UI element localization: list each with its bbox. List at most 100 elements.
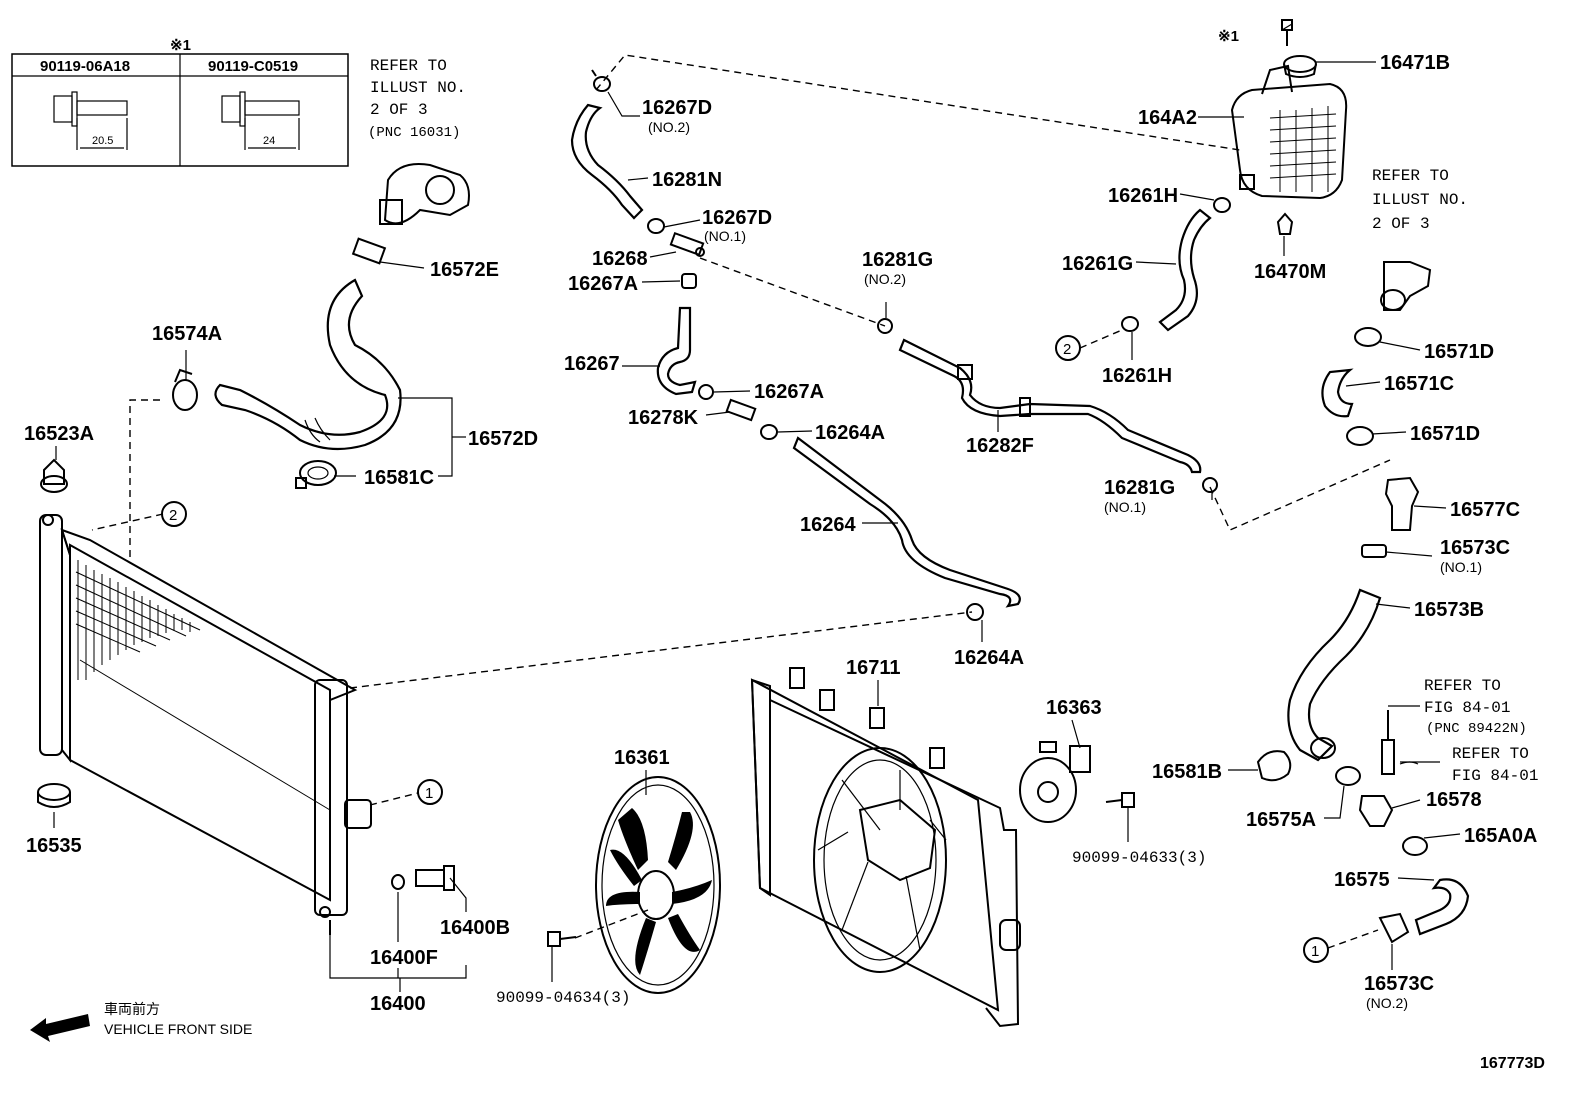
joint-16578-icon xyxy=(1358,795,1394,827)
label-16535: 16535 xyxy=(26,835,82,857)
label-16571d-a: 16571D xyxy=(1424,341,1494,363)
svg-text:ILLUST NO.: ILLUST NO. xyxy=(1372,191,1468,209)
svg-text:2: 2 xyxy=(1063,341,1071,358)
front-label-english: VEHICLE FRONT SIDE xyxy=(104,1021,252,1037)
bolt-icon xyxy=(221,91,300,150)
hose-clamp-16573c-no2-icon xyxy=(1378,912,1410,944)
label-16267: 16267 xyxy=(564,353,620,375)
hose-clip-16572e-icon xyxy=(351,237,387,265)
part-labels: 16267D (NO.2) 16281N 16267D (NO.1) 16268… xyxy=(24,28,1537,1015)
label-16278k: 16278K xyxy=(628,407,699,429)
label-16264a-b: 16264A xyxy=(954,647,1024,669)
label-16573c-no2: 16573C xyxy=(1364,973,1434,995)
callout-2-reservoir: 2 xyxy=(1055,335,1081,361)
bolt-dim-24: 24 xyxy=(263,135,275,147)
label-16573c-no2-sub: (NO.2) xyxy=(1366,995,1408,1011)
motor-bolt-icon xyxy=(1105,792,1135,808)
label-16267a-b: 16267A xyxy=(754,381,824,403)
svg-text:REFER TO: REFER TO xyxy=(1372,167,1449,185)
label-note-mark-1: ※1 xyxy=(1218,28,1239,45)
label-16261h-b: 16261H xyxy=(1102,365,1172,387)
label-16400f: 16400F xyxy=(370,947,438,969)
bolt-dim-20-5: 20.5 xyxy=(92,135,113,147)
sensor-fig84-icon xyxy=(1381,710,1419,775)
svg-text:(PNC 89422N): (PNC 89422N) xyxy=(1426,721,1527,737)
vehicle-front-indicator: 車両前方 VEHICLE FRONT SIDE xyxy=(30,1001,252,1042)
coolant-reservoir-tank-icon xyxy=(1230,64,1348,200)
hose-16571c-icon xyxy=(1321,368,1354,418)
pipe-16577c-icon xyxy=(1384,476,1420,531)
label-16572d: 16572D xyxy=(468,428,538,450)
label-16575a: 16575A xyxy=(1246,809,1316,831)
label-16281n: 16281N xyxy=(652,169,722,191)
label-165a0a: 165A0A xyxy=(1464,825,1537,847)
hose-clamp-16581b-icon xyxy=(1256,750,1292,782)
front-label-japanese: 車両前方 xyxy=(104,1001,160,1017)
hose-clamp-16573c-no1-icon xyxy=(1361,544,1387,558)
fan-motor-16363-icon xyxy=(1019,741,1091,823)
svg-text:ILLUST NO.: ILLUST NO. xyxy=(370,79,466,97)
label-16264a-a: 16264A xyxy=(815,422,885,444)
label-16264: 16264 xyxy=(800,514,856,536)
hose-16573b-icon xyxy=(1287,588,1382,762)
label-16363: 16363 xyxy=(1046,697,1102,719)
label-16571d-b: 16571D xyxy=(1410,423,1480,445)
svg-text:REFER TO: REFER TO xyxy=(1452,745,1529,763)
label-16268: 16268 xyxy=(592,248,648,270)
label-16578: 16578 xyxy=(1426,789,1482,811)
label-16581b: 16581B xyxy=(1152,761,1222,783)
fan-bolt-icon xyxy=(547,931,577,947)
refer-note-fig-84-01-b: REFER TO FIG 84-01 xyxy=(1452,745,1538,785)
label-16577c: 16577C xyxy=(1450,499,1520,521)
hose-16261g-icon xyxy=(1158,208,1212,332)
hose-clamp-16261h-b-icon xyxy=(1121,316,1139,332)
leader-lines xyxy=(53,23,1461,992)
hose-clamp-16281g-no2-icon xyxy=(877,318,893,334)
hose-clamp-16267a-b-icon xyxy=(698,384,714,400)
label-16261g: 16261G xyxy=(1062,253,1133,275)
label-16571c: 16571C xyxy=(1384,373,1454,395)
refer-note-fig-84-01-a: REFER TO FIG 84-01 (PNC 89422N) xyxy=(1424,677,1527,737)
drain-cock-plug-icon xyxy=(391,865,455,891)
label-16267d-no1: 16267D xyxy=(702,207,772,229)
label-16281g-no1: 16281G xyxy=(1104,477,1175,499)
joint-16268-icon xyxy=(669,231,705,257)
label-16361: 16361 xyxy=(614,747,670,769)
hose-clamp-165a0a-icon xyxy=(1402,836,1428,856)
label-16267a-a: 16267A xyxy=(568,273,638,295)
label-16261h-a: 16261H xyxy=(1108,185,1178,207)
reservoir-cap-16471b-icon xyxy=(1283,55,1317,78)
svg-text:2 OF 3: 2 OF 3 xyxy=(370,101,428,119)
svg-text:FIG 84-01: FIG 84-01 xyxy=(1424,699,1510,717)
hose-16264-icon xyxy=(792,436,1021,608)
label-16581c: 16581C xyxy=(364,467,434,489)
label-16573b: 16573B xyxy=(1414,599,1484,621)
bolt-icon xyxy=(53,91,128,150)
radiator-support-cushion-icon xyxy=(37,783,71,808)
label-164a2: 164A2 xyxy=(1138,107,1197,129)
label-16281g-no2-sub: (NO.2) xyxy=(864,271,906,287)
joint-16278k-icon xyxy=(725,398,757,422)
label-90099-04633: 90099-04633(3) xyxy=(1072,849,1206,867)
hose-clamp-16571d-a-icon xyxy=(1354,327,1382,347)
radiator-assembly-icon xyxy=(39,514,372,935)
svg-text:REFER TO: REFER TO xyxy=(1424,677,1501,695)
svg-text:1: 1 xyxy=(425,785,433,802)
label-16711: 16711 xyxy=(846,657,901,679)
hose-clamp-16581c-icon xyxy=(295,460,337,489)
label-16470m: 16470M xyxy=(1254,261,1326,283)
hose-clamp-16575a-icon xyxy=(1335,766,1361,786)
hose-clamp-16574a-icon xyxy=(172,368,198,411)
label-16575: 16575 xyxy=(1334,869,1390,891)
hose-clamp-16267d-no1-icon xyxy=(647,218,665,234)
reservoir-hose-16281n-icon xyxy=(570,103,644,220)
hose-clamp-16264a-b-icon xyxy=(966,603,984,621)
label-16281g-no1-sub: (NO.1) xyxy=(1104,499,1146,515)
reservoir-bolt-icon xyxy=(1281,19,1293,46)
thermostat-housing-icon xyxy=(379,163,470,225)
water-bypass-pipe-16282f-icon xyxy=(898,338,1202,474)
svg-text:(PNC 16031): (PNC 16031) xyxy=(368,125,460,141)
radiator-cushion-icon xyxy=(40,458,68,493)
hose-16267-icon xyxy=(656,306,697,396)
label-16574a: 16574A xyxy=(152,323,222,345)
